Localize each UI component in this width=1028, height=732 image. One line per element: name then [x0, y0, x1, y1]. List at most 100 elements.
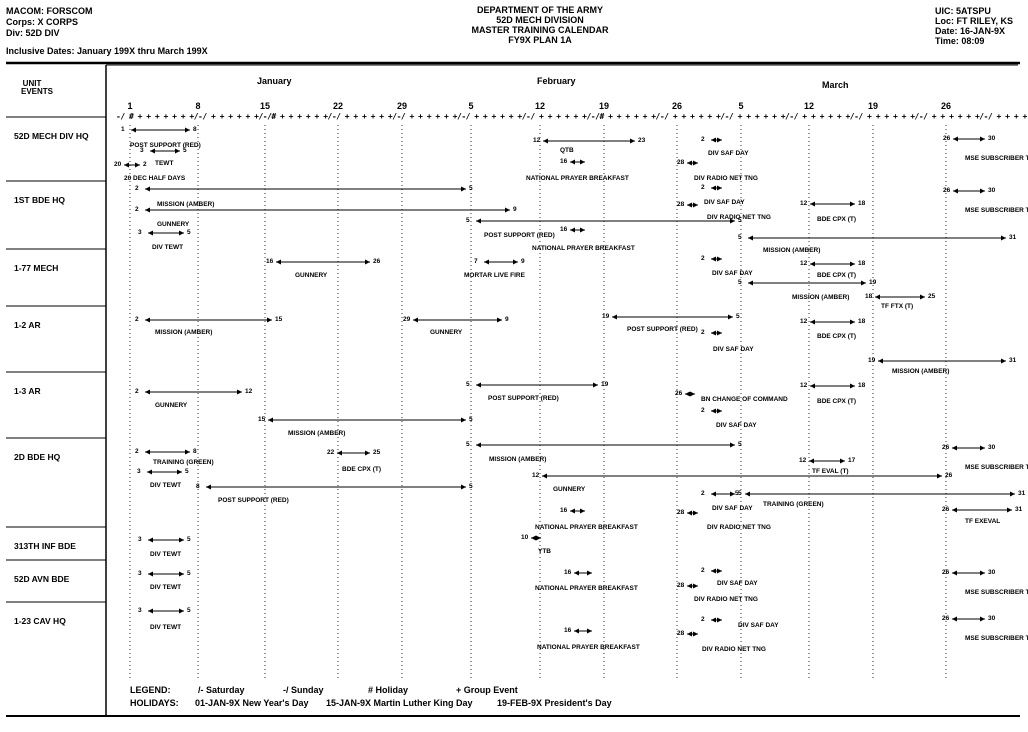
event-start-day: 3	[138, 229, 142, 236]
plan-title: FY9X PLAN 1A	[508, 35, 572, 45]
arrow-head	[365, 259, 370, 265]
event-end-day: 18	[858, 200, 866, 207]
legend-title: LEGEND:	[130, 685, 171, 695]
event-start-day: 2	[701, 329, 705, 336]
event-end-day: 30	[988, 135, 996, 142]
month-january: January	[257, 76, 292, 86]
event-label: QTB	[560, 147, 574, 154]
arrow-head	[580, 227, 585, 233]
event-start-day: 2	[135, 206, 139, 213]
event-label: MISSION (AMBER)	[155, 329, 213, 336]
event-start-day: 19	[868, 357, 876, 364]
unit-label: 1-77 MECH	[14, 263, 59, 273]
arrow-head	[179, 537, 184, 543]
arrow-head	[593, 382, 598, 388]
arrow-head	[574, 570, 579, 576]
event-end-day: 31	[1009, 357, 1017, 364]
arrow-head	[612, 314, 617, 320]
event-end-day: 30	[988, 444, 996, 451]
legend-sunday: -/ Sunday	[283, 685, 324, 695]
event-label: TRAINING (GREEN)	[153, 459, 214, 466]
event-start-day: 26	[942, 615, 950, 622]
event-label: DIV SAF DAY	[708, 150, 749, 157]
arrow-head	[850, 383, 855, 389]
unit-label: 313TH INF BDE	[14, 541, 76, 551]
arrow-head	[717, 408, 722, 414]
arrow-head	[810, 319, 815, 325]
event-label: BDE CPX (T)	[817, 398, 856, 405]
event-label: GUNNERY	[157, 221, 190, 228]
event-label: MISSION (AMBER)	[157, 201, 215, 208]
event-start-day: 22	[327, 449, 335, 456]
unit-label: 1-23 CAV HQ	[14, 616, 66, 626]
arrow-head	[952, 570, 957, 576]
arrow-head	[693, 510, 698, 516]
event-label: MISSION (AMBER)	[792, 294, 850, 301]
arrow-head	[206, 484, 211, 490]
department-title: DEPARTMENT OF THE ARMY	[477, 5, 603, 15]
arrow-head	[150, 148, 155, 154]
arrow-head	[145, 317, 150, 323]
arrow-head	[1010, 491, 1015, 497]
arrow-head	[337, 450, 342, 456]
event-start-day: 2	[701, 136, 705, 143]
event-end-day: 9	[521, 258, 525, 265]
arrow-head	[980, 445, 985, 451]
event-start-day: 10	[521, 534, 529, 541]
event-label: NATIONAL PRAYER BREAKFAST	[532, 245, 635, 252]
arrow-head	[810, 383, 815, 389]
holiday-presidents: 19-FEB-9X President's Day	[497, 698, 612, 708]
arrow-head	[711, 185, 716, 191]
event-end-day: 5	[469, 185, 473, 192]
arrow-head	[687, 631, 692, 637]
event-end-day: 25	[928, 293, 936, 300]
event-label: DIV SAF DAY	[704, 199, 745, 206]
event-label: DIV SAF DAY	[712, 505, 753, 512]
event-end-day: 30	[988, 187, 996, 194]
event-end-day: 25	[373, 449, 381, 456]
event-start-day: 26	[942, 569, 950, 576]
inclusive-dates: Inclusive Dates: January 199X thru March…	[6, 46, 208, 56]
arrow-head	[840, 458, 845, 464]
arrow-head	[531, 535, 536, 541]
event-start-day: 2	[135, 316, 139, 323]
day-number: 26	[940, 101, 952, 111]
arrow-head	[920, 294, 925, 300]
event-label: MISSION (AMBER)	[288, 430, 346, 437]
arrow-head	[1001, 358, 1006, 364]
event-label: TF EXEVAL	[965, 518, 1001, 525]
arrow-head	[237, 389, 242, 395]
holiday-new-year: 01-JAN-9X New Year's Day	[195, 698, 309, 708]
event-end-day: 5	[185, 468, 189, 475]
event-start-day: 5	[466, 381, 470, 388]
arrow-head	[878, 358, 883, 364]
day-number: 29	[396, 101, 408, 111]
event-end-day: 5	[469, 483, 473, 490]
event-start-day: 3	[137, 468, 141, 475]
event-start-day: 5	[466, 217, 470, 224]
event-start-day: 12	[533, 137, 541, 144]
arrow-head	[980, 136, 985, 142]
event-label: DIV SAF DAY	[738, 622, 779, 629]
event-label: DIV RADIO NET TNG	[702, 646, 766, 653]
day-number: 12	[803, 101, 815, 111]
arrow-head	[542, 473, 547, 479]
arrow-head	[574, 628, 579, 634]
arrow-head	[147, 469, 152, 475]
day-number: 8	[195, 101, 201, 111]
event-end-day: 5	[738, 217, 742, 224]
event-end-day: 2	[143, 161, 147, 168]
event-end-day: 18	[858, 382, 866, 389]
legend-group-event: + Group Event	[456, 685, 518, 695]
macom-label: MACOM: FORSCOM	[6, 6, 93, 16]
day-number: 5	[738, 101, 744, 111]
event-label: DIV TEWT	[150, 551, 182, 558]
loc-label: Loc: FT RILEY, KS	[935, 16, 1014, 26]
arrow-head	[952, 445, 957, 451]
event-start-day: 12	[800, 318, 808, 325]
arrow-head	[543, 138, 548, 144]
day-ruler: -/ # + + + + + + +/-/ + + + + + +/-/# + …	[116, 112, 1028, 121]
event-label: MISSION (AMBER)	[489, 456, 547, 463]
div-label: Div: 52D DIV	[6, 28, 60, 38]
event-end-day: 5	[736, 313, 740, 320]
